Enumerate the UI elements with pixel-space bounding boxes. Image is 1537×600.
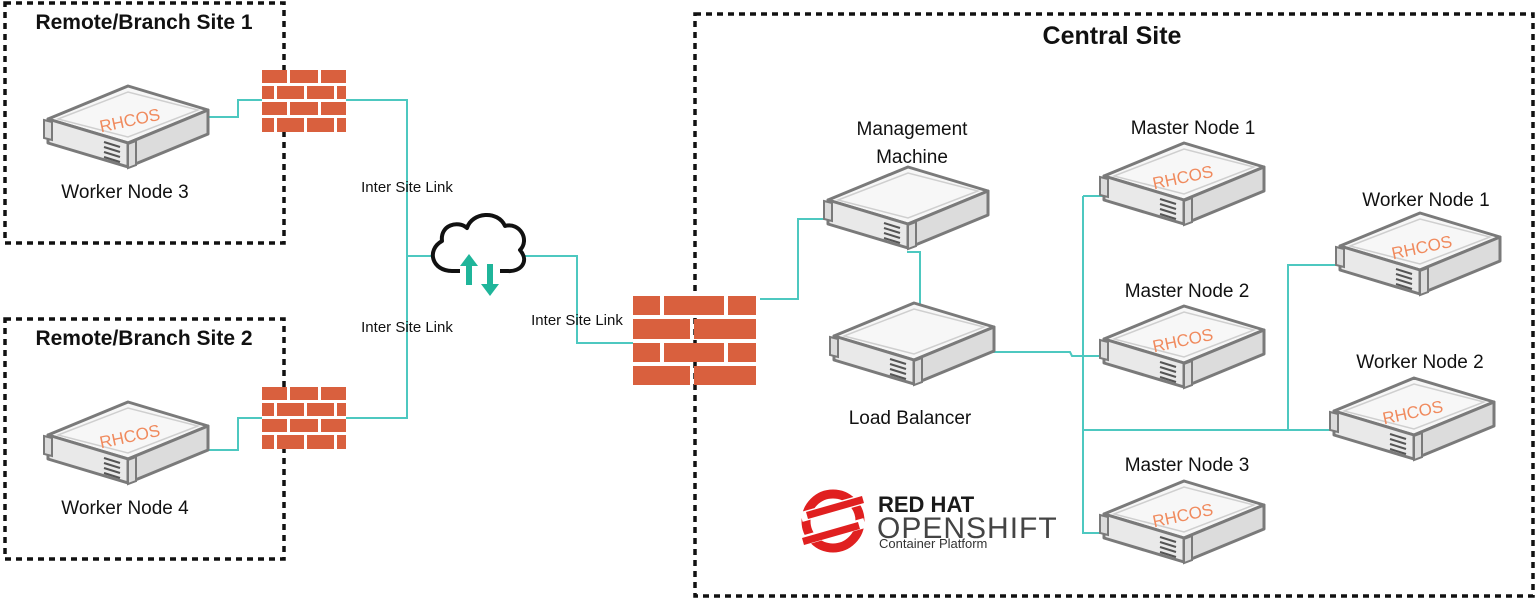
firewall-icon [262,387,346,449]
firewall-icon [262,70,346,132]
master-node-3-server[interactable]: RHCOS [1098,479,1266,565]
worker-node-3-server[interactable]: RHCOS [42,84,210,170]
server-icon [828,301,996,387]
master-node-1-server[interactable]: RHCOS [1098,141,1266,227]
network-links [205,99,1342,534]
cloud-icon [430,213,527,296]
worker-node-1-server[interactable]: RHCOS [1334,211,1502,297]
worker-node-3-label: Worker Node 3 [61,182,188,203]
worker-node-2-label: Worker Node 2 [1356,352,1483,373]
central-firewall-icon [633,296,756,385]
link-worker3-firewall1 [205,99,262,118]
management-machine-label-line2: Machine [876,147,948,168]
server-icon [822,165,990,251]
link-masters-bus [1082,196,1106,534]
inter-site-link-bottom-label: Inter Site Link [361,319,453,336]
master-node-2-label: Master Node 2 [1125,281,1250,302]
load-balancer-server[interactable] [828,301,996,387]
inter-site-link-center-label: Inter Site Link [531,312,623,329]
link-cloud-central-firewall [517,255,633,344]
master-node-3-label: Master Node 3 [1125,455,1250,476]
management-machine-server[interactable] [822,165,990,251]
remote-site-2-title: Remote/Branch Site 2 [35,327,252,350]
link-mgmt-lb [907,251,921,305]
openshift-logo: RED HAT OPENSHIFT Container Platform [799,489,1058,553]
central-site-title: Central Site [1043,22,1182,50]
link-worker4-firewall2 [205,417,262,451]
logo-product-text: OPENSHIFT [877,512,1058,545]
redhat-logo-icon [799,489,867,553]
link-lb-master2 [990,351,1106,357]
load-balancer-label: Load Balancer [849,408,972,429]
worker-node-2-server[interactable]: RHCOS [1328,376,1496,462]
master-node-2-server[interactable]: RHCOS [1098,304,1266,390]
worker-node-4-server[interactable]: RHCOS [42,400,210,486]
logo-tagline-text: Container Platform [879,536,987,551]
inter-site-link-top-label: Inter Site Link [361,179,453,196]
link-firewall-mgmt [760,218,835,300]
central-site-boundary [693,12,1535,598]
master-node-1-label: Master Node 1 [1131,118,1256,139]
management-machine-label-line1: Management [857,119,969,140]
worker-node-1-label: Worker Node 1 [1362,190,1489,211]
link-worker1 [1287,264,1342,430]
remote-site-1-title: Remote/Branch Site 1 [35,11,252,34]
link-firewalls-bus [346,99,408,419]
worker-node-4-label: Worker Node 4 [61,498,189,519]
logo-brand-text: RED HAT [878,492,975,517]
